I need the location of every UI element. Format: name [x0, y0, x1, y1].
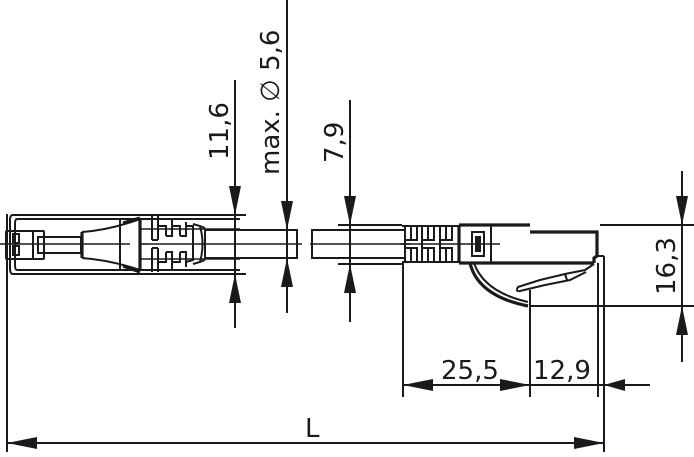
dim-label-16-3: 16,3: [652, 237, 682, 295]
dimension-total-length: L: [7, 414, 604, 449]
dim-label-total-length: L: [305, 414, 320, 444]
dim-label-max-diameter: max. ∅ 5,6: [256, 30, 286, 175]
dim-label-7-9: 7,9: [320, 122, 350, 163]
dim-label-25-5: 25,5: [441, 356, 499, 386]
dimension-cable-diameter: max. ∅ 5,6: [256, 0, 293, 313]
dim-label-11-6: 11,6: [205, 102, 235, 160]
dimension-plug-height: 16,3: [530, 171, 694, 362]
right-connector: [400, 223, 604, 308]
dimension-boot-plug-lengths: 25,5 12,9: [402, 256, 650, 452]
dimension-boot-right-height: 7,9: [320, 100, 402, 322]
cable-segment-left: [150, 229, 302, 259]
dim-label-12-9: 12,9: [533, 356, 591, 386]
cable-segment-right: [310, 229, 410, 259]
dimension-boot-left-height: 11,6: [200, 80, 246, 328]
